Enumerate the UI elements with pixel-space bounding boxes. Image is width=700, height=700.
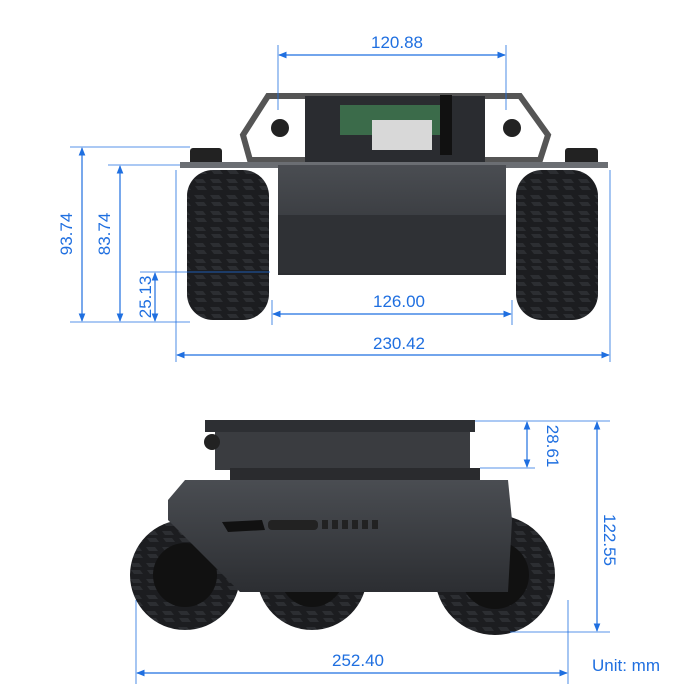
label-clearance: 25.13 [136, 276, 155, 319]
label-top-plate: 28.61 [543, 425, 562, 468]
label-inner-gap: 126.00 [373, 292, 425, 311]
top-plate [205, 420, 475, 432]
antenna [440, 95, 452, 155]
front-left-wheel [187, 170, 269, 320]
label-length: 252.40 [332, 651, 384, 670]
front-dimensions [70, 45, 611, 362]
label-side-height: 122.55 [600, 514, 619, 566]
label-top-width: 120.88 [371, 33, 423, 52]
side-dimensions [135, 420, 610, 684]
mount-hole-right [503, 119, 521, 137]
side-body [168, 480, 512, 592]
label-total-width: 230.42 [373, 334, 425, 353]
mount-hole-left [271, 119, 289, 137]
unit-label: Unit: mm [592, 656, 660, 675]
front-view-robot [180, 93, 608, 320]
front-left-post [190, 148, 222, 166]
label-body-height: 83.74 [95, 213, 114, 256]
front-right-wheel [516, 170, 598, 320]
front-bracket [239, 93, 552, 163]
label-total-height: 93.74 [57, 213, 76, 256]
side-view-robot [130, 420, 555, 635]
front-right-post [565, 148, 598, 166]
